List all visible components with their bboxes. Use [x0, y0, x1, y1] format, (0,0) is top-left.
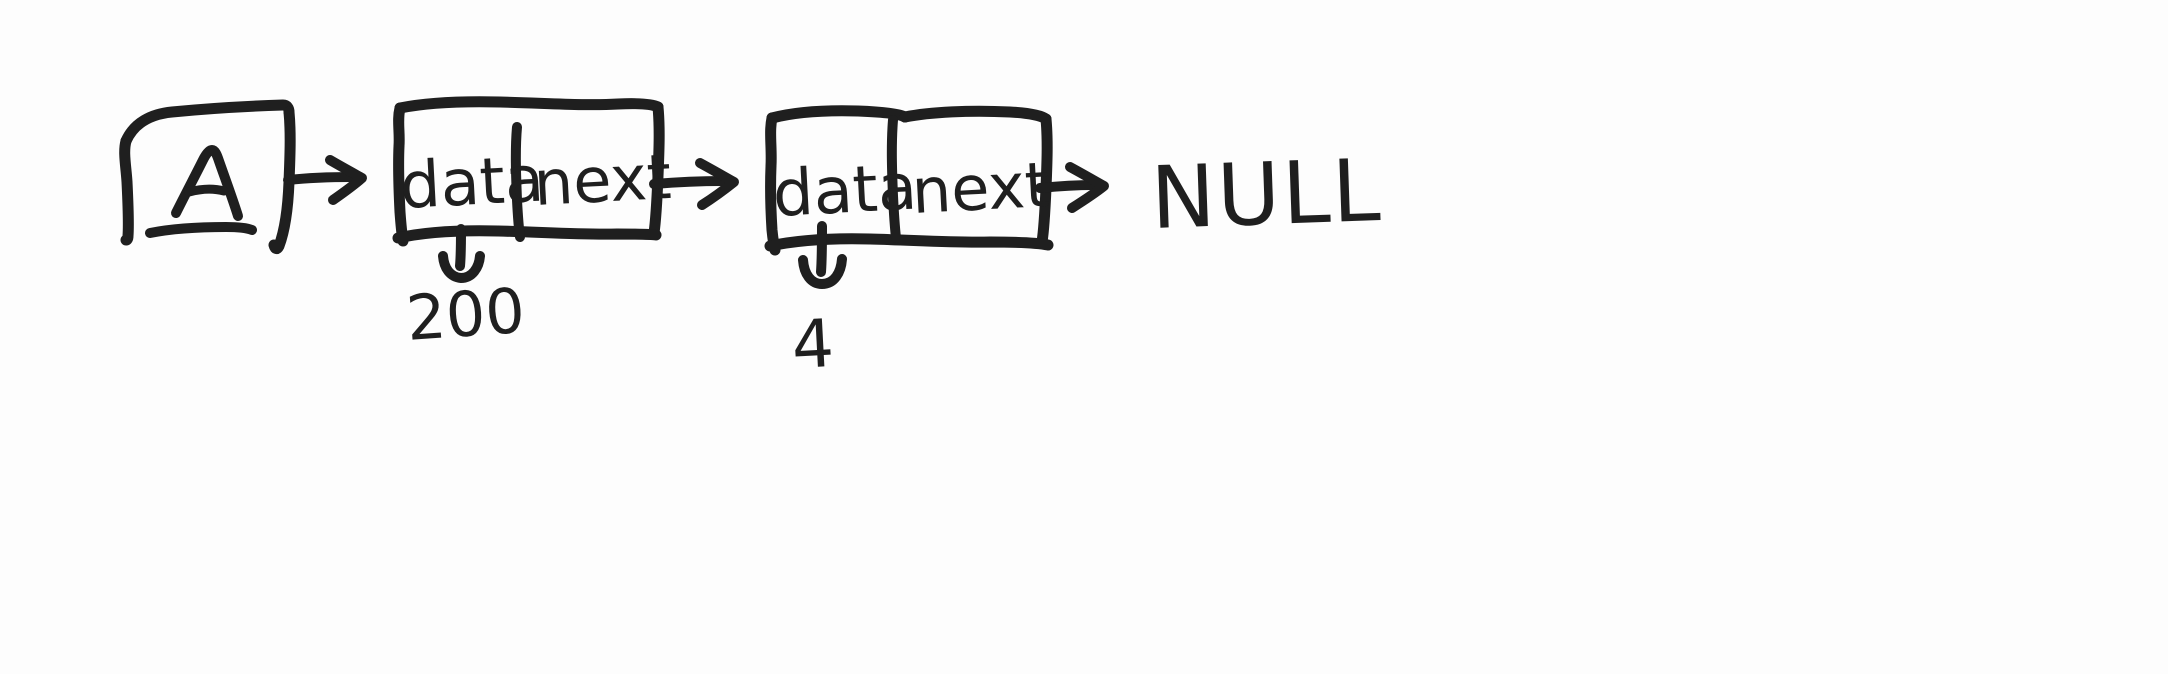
svg-text:data: data	[398, 143, 546, 224]
list-node-1[interactable]: data next	[392, 96, 673, 247]
svg-text:next: next	[910, 148, 1051, 228]
svg-text:200: 200	[404, 274, 527, 355]
node2-data-value: 4	[790, 305, 836, 384]
node1-data-value: 200	[404, 274, 527, 355]
svg-text:next: next	[532, 140, 673, 220]
svg-text:NULL: NULL	[1149, 141, 1383, 249]
head-box-label-A	[171, 145, 243, 221]
arrow-node2-data-to-value	[798, 221, 847, 289]
svg-text:4: 4	[790, 305, 836, 384]
null-terminator: NULL	[1149, 141, 1383, 249]
list-node-2[interactable]: data next	[764, 105, 1054, 256]
arrow-node1-to-node2	[649, 158, 739, 210]
arrow-head-to-node1	[283, 155, 367, 205]
node2-data-label: data	[771, 151, 919, 232]
svg-text:data: data	[771, 151, 919, 232]
node2-next-label: next	[910, 148, 1051, 228]
node1-next-label: next	[532, 140, 673, 220]
head-pointer-box[interactable]	[119, 99, 296, 254]
arrow-node2-to-null	[1035, 162, 1109, 213]
arrow-node1-data-to-value	[438, 224, 485, 283]
node1-data-label: data	[398, 143, 546, 224]
